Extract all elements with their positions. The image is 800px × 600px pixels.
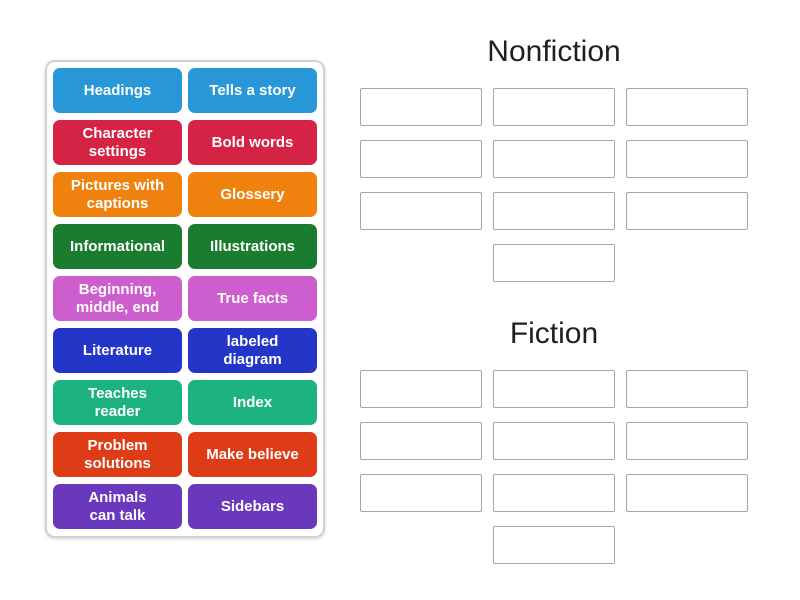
word-tile-label: Glossery (220, 185, 285, 203)
drop-slot[interactable] (493, 88, 615, 126)
word-tile[interactable]: Character settings (53, 120, 182, 165)
word-tile-label: Pictures with captions (70, 176, 165, 212)
word-tile[interactable]: Tells a story (188, 68, 317, 113)
drop-slot[interactable] (360, 370, 482, 408)
word-tile-label: Headings (83, 81, 152, 99)
word-tile-label: Index (232, 393, 273, 411)
word-tile[interactable]: Glossery (188, 172, 317, 217)
drop-slot[interactable] (493, 370, 615, 408)
word-tile-label: Illustrations (209, 237, 295, 255)
drop-slot[interactable] (626, 88, 748, 126)
drop-slot[interactable] (360, 474, 482, 512)
word-tile-label: True facts (217, 289, 288, 307)
word-tile-label: Character settings (82, 124, 153, 160)
word-tile[interactable]: Make believe (188, 432, 317, 477)
slot-grid-nonfiction (360, 88, 748, 282)
word-tile[interactable]: labeled diagram (188, 328, 317, 373)
word-tile[interactable]: Bold words (188, 120, 317, 165)
word-tile-label: Tells a story (209, 81, 296, 99)
word-tile[interactable]: Pictures with captions (53, 172, 182, 217)
drop-slot[interactable] (360, 192, 482, 230)
drop-slot[interactable] (360, 140, 482, 178)
group-title-nonfiction: Nonfiction (487, 35, 621, 68)
word-tile-label: Problem solutions (84, 436, 151, 472)
word-tile[interactable]: Animals can talk (53, 484, 182, 529)
drop-slot[interactable] (626, 422, 748, 460)
word-tile[interactable]: Beginning, middle, end (53, 276, 182, 321)
slot-grid-fiction (360, 370, 748, 564)
drop-slot[interactable] (626, 192, 748, 230)
word-tile-label: Bold words (211, 133, 294, 151)
word-tile[interactable]: Literature (53, 328, 182, 373)
drop-slot[interactable] (626, 370, 748, 408)
group-title-fiction: Fiction (509, 317, 599, 350)
drop-slot[interactable] (493, 192, 615, 230)
group-nonfiction: Nonfiction (360, 30, 748, 282)
word-tile[interactable]: Headings (53, 68, 182, 113)
drop-slot[interactable] (493, 140, 615, 178)
word-tile-label: labeled diagram (223, 332, 282, 368)
word-tile-label: Animals can talk (88, 488, 147, 524)
drop-slot[interactable] (493, 422, 615, 460)
drop-slot[interactable] (626, 474, 748, 512)
word-tile[interactable]: Illustrations (188, 224, 317, 269)
drop-slot[interactable] (360, 88, 482, 126)
word-tile-label: Make believe (206, 445, 299, 463)
drop-slot[interactable] (493, 474, 615, 512)
word-tile[interactable]: Teaches reader (53, 380, 182, 425)
drop-slot[interactable] (493, 244, 615, 282)
word-tile[interactable]: Sidebars (188, 484, 317, 529)
word-tile-label: Informational (69, 237, 165, 255)
word-tile[interactable]: Index (188, 380, 317, 425)
word-tile-label: Literature (82, 341, 153, 359)
word-tile[interactable]: Problem solutions (53, 432, 182, 477)
word-tile[interactable]: True facts (188, 276, 317, 321)
word-tile-label: Beginning, middle, end (75, 280, 160, 316)
group-fiction: Fiction (360, 312, 748, 564)
drop-slot[interactable] (360, 422, 482, 460)
word-tile[interactable]: Informational (53, 224, 182, 269)
word-tile-label: Teaches reader (88, 384, 147, 420)
word-tile-label: Sidebars (220, 497, 285, 515)
drop-slot[interactable] (626, 140, 748, 178)
drop-slot[interactable] (493, 526, 615, 564)
